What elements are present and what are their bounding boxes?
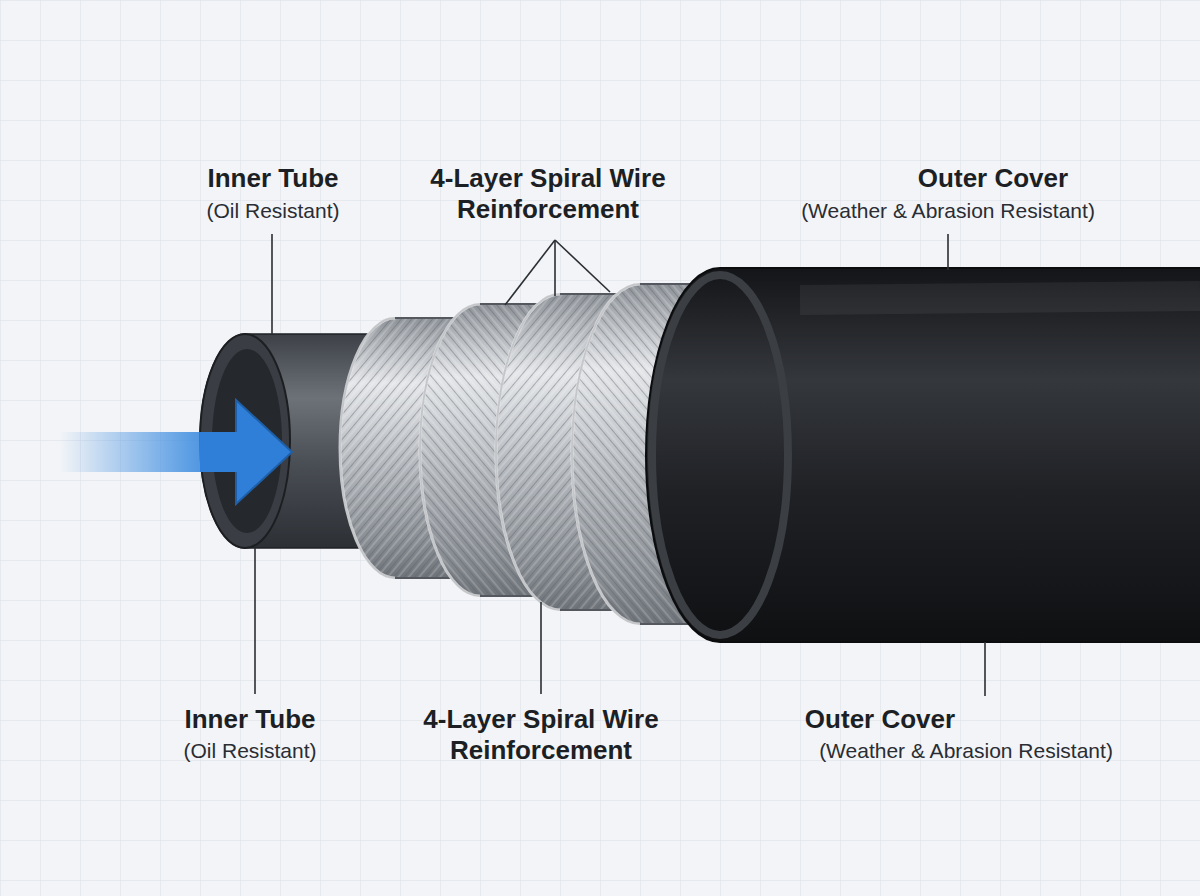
part-note: (Weather & Abrasion Resistant) <box>819 738 1113 763</box>
part-name: 4-Layer Spiral Wire Reinforcement <box>413 163 683 225</box>
part-name: Outer Cover <box>918 163 1068 194</box>
part-note: (Oil Resistant) <box>183 738 316 763</box>
part-name: Inner Tube <box>208 163 339 194</box>
part-note: (Oil Resistant) <box>206 198 339 223</box>
part-name: Outer Cover <box>805 704 955 735</box>
part-note: (Weather & Abrasion Resistant) <box>801 198 1095 223</box>
part-name: 4-Layer Spiral Wire Reinforcement <box>406 704 676 766</box>
part-name: Inner Tube <box>185 704 316 735</box>
